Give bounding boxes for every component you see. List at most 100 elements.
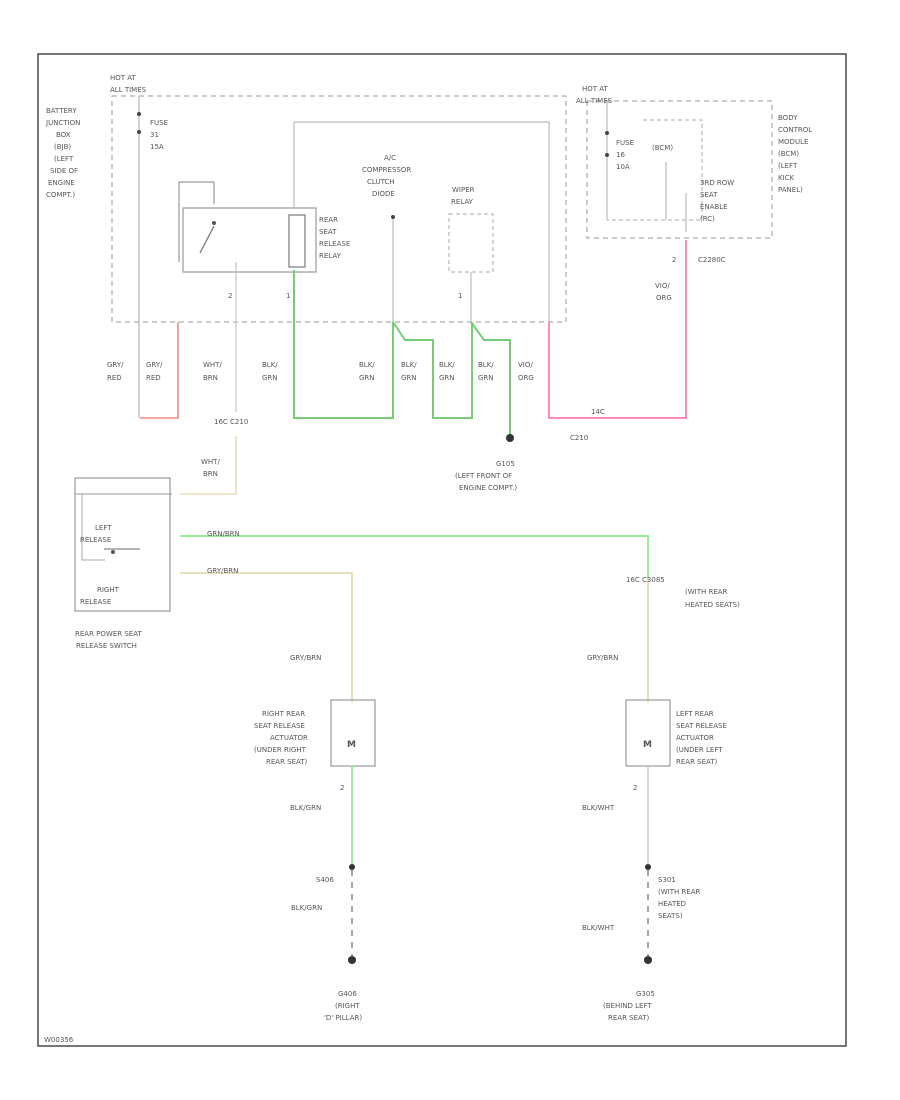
svg-text:VIO/: VIO/ [518, 361, 533, 369]
svg-text:RELEASE: RELEASE [80, 598, 111, 606]
svg-text:RELEASE: RELEASE [319, 240, 350, 248]
svg-text:GRY/: GRY/ [146, 361, 163, 369]
wire-blk-grn-relay [293, 270, 394, 419]
svg-text:KICK: KICK [778, 174, 795, 182]
left-rear-actuator [625, 699, 671, 767]
svg-text:(UNDER RIGHT: (UNDER RIGHT [254, 746, 307, 754]
svg-text:WIPER: WIPER [452, 186, 475, 194]
svg-text:HEATED: HEATED [658, 900, 686, 908]
svg-text:(UNDER LEFT: (UNDER LEFT [676, 746, 723, 754]
svg-text:3RD ROW: 3RD ROW [700, 179, 734, 187]
wire-vio-org [548, 240, 687, 419]
svg-text:WHT/: WHT/ [201, 458, 220, 466]
svg-text:BODY: BODY [778, 114, 798, 122]
svg-text:BRN: BRN [203, 470, 218, 478]
svg-text:REAR POWER SEAT: REAR POWER SEAT [75, 630, 142, 638]
svg-text:REAR SEAT): REAR SEAT) [608, 1014, 650, 1022]
svg-text:ENGINE: ENGINE [48, 179, 75, 187]
hot-at-right-sub: ALL TIMES [576, 97, 613, 105]
svg-text:REAR: REAR [319, 216, 338, 224]
rear-seat-release-relay-box [182, 207, 317, 273]
connector-bcm: C2280C [698, 256, 726, 264]
wht-brn-label: WHT/ BRN [201, 458, 220, 478]
switch-left-label: LEFT RELEASE [80, 524, 112, 544]
hot-at-left: HOT AT [110, 74, 137, 82]
ground-g305-symbol [644, 956, 652, 964]
svg-text:G105: G105 [496, 460, 515, 468]
wire-gry-red [140, 322, 179, 419]
fuse-right-bottom-dot [605, 153, 609, 157]
left-rear-actuator-symbol: M [643, 740, 652, 750]
svg-text:RELEASE: RELEASE [80, 536, 111, 544]
svg-text:PANEL): PANEL) [778, 186, 803, 194]
blk-grn-label-2: BLK/GRN [291, 904, 322, 912]
svg-text:WHT/: WHT/ [203, 361, 222, 369]
battery-junction-box-label: BATTERY JUNCTION BOX (BJB) (LEFT SIDE OF… [45, 107, 80, 199]
blk-wht-label-1: BLK/WHT [582, 804, 615, 812]
svg-text:(BJB): (BJB) [54, 143, 71, 151]
hot-at-right: HOT AT [582, 85, 609, 93]
fuse-left-label: FUSE 31 15A [150, 119, 168, 151]
svg-text:SIDE OF: SIDE OF [50, 167, 78, 175]
svg-text:15A: 15A [150, 143, 164, 151]
fuse-left-bottom-dot [137, 130, 141, 134]
right-rear-actuator-symbol: M [347, 740, 356, 750]
svg-text:LEFT REAR: LEFT REAR [676, 710, 714, 718]
svg-text:(LEFT: (LEFT [778, 162, 798, 170]
svg-text:SEATS): SEATS) [658, 912, 683, 920]
svg-text:RIGHT: RIGHT [97, 586, 120, 594]
grn-brn-top-label: GRN/BRN [207, 530, 240, 538]
svg-text:BOX: BOX [56, 131, 71, 139]
bjb-boundary [111, 95, 567, 323]
relay-top-wire [178, 181, 215, 262]
fuse-left-top-dot [137, 112, 141, 116]
ground-g406-label: G406 (RIGHT 'D' PILLAR) [324, 990, 362, 1022]
blk-wht-label-2: BLK/WHT [582, 924, 615, 932]
wire-blk-grn-wiper [470, 321, 511, 436]
svg-text:16: 16 [616, 151, 625, 159]
wiper-relay-label: WIPER RELAY [451, 186, 475, 206]
svg-text:31: 31 [150, 131, 159, 139]
svg-text:ACTUATOR: ACTUATOR [270, 734, 308, 742]
right-actuator-label: RIGHT REAR SEAT RELEASE ACTUATOR (UNDER … [254, 710, 308, 766]
svg-text:REAR SEAT): REAR SEAT) [266, 758, 308, 766]
svg-text:BLK/: BLK/ [359, 361, 375, 369]
wire-wht-brn-switch [180, 436, 237, 495]
svg-text:BLK/: BLK/ [401, 361, 417, 369]
gry-brn-right-label: GRY/BRN [587, 654, 618, 662]
left-actuator-label: LEFT REAR SEAT RELEASE ACTUATOR (UNDER L… [676, 710, 727, 766]
svg-text:RELEASE SWITCH: RELEASE SWITCH [76, 642, 137, 650]
svg-text:RED: RED [107, 374, 122, 382]
svg-text:ACTUATOR: ACTUATOR [676, 734, 714, 742]
c210-right: C210 [570, 434, 588, 442]
s406-label: S406 [316, 876, 334, 884]
ground-g105-symbol [506, 434, 514, 442]
svg-text:(RC): (RC) [700, 215, 715, 223]
svg-text:(WITH REAR: (WITH REAR [685, 588, 728, 596]
svg-text:REAR SEAT): REAR SEAT) [676, 758, 718, 766]
switch-inner-wire [81, 494, 105, 561]
fuse-right-top-dot [605, 131, 609, 135]
svg-text:'D' PILLAR): 'D' PILLAR) [324, 1014, 362, 1022]
svg-text:GRN: GRN [439, 374, 455, 382]
svg-text:RELAY: RELAY [319, 252, 342, 260]
vio-org-top-label: VIO/ ORG [655, 282, 672, 302]
wire-label-row: GRY/RED GRY/RED WHT/BRN BLK/GRN BLK/GRN … [107, 361, 534, 382]
gry-brn-top-label: GRY/BRN [207, 567, 238, 575]
diagram-frame [37, 53, 847, 1047]
switch-right-label: RIGHT RELEASE [80, 586, 120, 606]
bcm-label: BODY CONTROL MODULE (BCM) (LEFT KICK PAN… [778, 114, 812, 194]
fuse-right-label: FUSE 16 10A [616, 139, 634, 171]
svg-text:SEAT RELEASE: SEAT RELEASE [254, 722, 305, 730]
svg-text:RED: RED [146, 374, 161, 382]
pin-1-left: 1 [286, 292, 290, 300]
svg-text:ORG: ORG [656, 294, 672, 302]
gry-brn-left-label: GRY/BRN [290, 654, 321, 662]
svg-text:COMPT.): COMPT.) [46, 191, 75, 199]
svg-text:(LEFT: (LEFT [54, 155, 74, 163]
relay-label: REAR SEAT RELEASE RELAY [319, 216, 350, 260]
ac-diode-dot [391, 215, 395, 219]
svg-text:A/C: A/C [384, 154, 396, 162]
svg-text:GRN: GRN [359, 374, 375, 382]
svg-text:G305: G305 [636, 990, 655, 998]
